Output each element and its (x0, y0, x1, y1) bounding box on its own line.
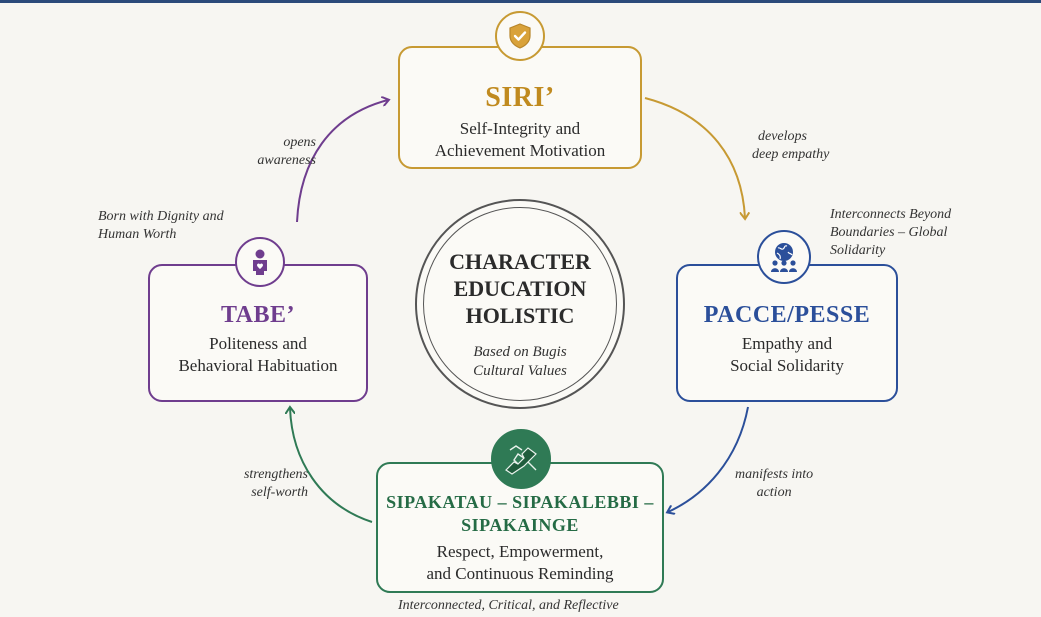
arrow-label-strengthens-line1: strengthens (243, 467, 308, 482)
pacce-note-line3: Solidarity (830, 243, 886, 258)
tabe-description: Politeness and Behavioral Habituation (150, 333, 366, 377)
pacce-badge (757, 230, 811, 284)
pacce-desc-line1: Empathy and (741, 334, 833, 353)
siri-desc-line2: Achievement Motivation (434, 141, 606, 160)
center-title-line2: EDUCATION (453, 276, 587, 301)
siri-desc-line1: Self-Integrity and (459, 119, 581, 138)
siri-node: SIRI’ Self-Integrity and Achievement Mot… (398, 46, 642, 169)
arrow-label-develops: develops deep empathy (752, 128, 829, 164)
sipakatau-note: Interconnected, Critical, and Reflective (398, 598, 619, 613)
tabe-desc-line1: Politeness and (209, 334, 307, 353)
handshake-icon (505, 445, 537, 475)
siri-title: SIRI’ (485, 82, 555, 113)
center-title: CHARACTER EDUCATION HOLISTIC (424, 248, 616, 329)
tabe-node: TABE’ Politeness and Behavioral Habituat… (148, 264, 368, 402)
center-subtitle-line2: Cultural Values (473, 363, 567, 379)
center-circle: CHARACTER EDUCATION HOLISTIC Based on Bu… (415, 199, 625, 409)
arrow-label-manifests-line2: action (756, 485, 792, 500)
center-subtitle-line1: Based on Bugis (473, 344, 567, 360)
tabe-note-line1: Born with Dignity and (98, 209, 224, 224)
arrow-label-strengthens: strengthens self-worth (220, 466, 308, 502)
arrow-pacce-to-sipakatau (668, 406, 749, 512)
center-inner-ring: CHARACTER EDUCATION HOLISTIC Based on Bu… (423, 207, 617, 401)
arrow-label-opens: opens awareness (240, 134, 316, 170)
top-border (0, 0, 1041, 3)
center-title-line1: CHARACTER (449, 249, 591, 274)
arrow-label-manifests-line1: manifests into (735, 467, 814, 482)
person-heart-icon (253, 249, 267, 275)
tabe-badge (235, 237, 285, 287)
pacce-title: PACCE/PESSE (703, 302, 871, 328)
sipakatau-desc-line1: Respect, Empowerment, (436, 542, 604, 561)
tabe-note: Born with Dignity and Human Worth (98, 208, 224, 244)
arrow-label-opens-line2: awareness (257, 153, 316, 168)
arrow-sipakatau-to-tabe (290, 408, 373, 523)
pacce-node: PACCE/PESSE Empathy and Social Solidarit… (676, 264, 898, 402)
arrow-label-develops-line1: develops (758, 129, 807, 144)
arrow-tabe-to-siri (296, 100, 388, 223)
arrow-label-develops-line2: deep empathy (752, 147, 830, 162)
center-title-line3: HOLISTIC (465, 303, 575, 328)
arrow-siri-to-pacce (644, 97, 745, 218)
sipakatau-title-line1: SIPAKATAU – SIPAKALEBBI – (386, 492, 654, 512)
arrow-label-manifests: manifests into action (735, 466, 813, 502)
tabe-note-line2: Human Worth (98, 227, 177, 242)
siri-description: Self-Integrity and Achievement Motivatio… (400, 118, 640, 162)
tabe-title: TABE’ (220, 302, 296, 328)
pacce-note: Interconnects Beyond Boundaries – Global… (830, 206, 951, 260)
tabe-desc-line2: Behavioral Habituation (178, 356, 338, 375)
sipakatau-desc-line2: and Continuous Reminding (426, 564, 614, 583)
pacce-note-line1: Interconnects Beyond (830, 207, 952, 222)
pacce-description: Empathy and Social Solidarity (678, 333, 896, 377)
arrow-label-strengthens-line2: self-worth (251, 485, 308, 500)
sipakatau-description: Respect, Empowerment, and Continuous Rem… (378, 541, 662, 585)
arrow-label-opens-line1: opens (283, 135, 316, 150)
center-subtitle: Based on Bugis Cultural Values (424, 343, 616, 381)
shield-check-icon (509, 23, 531, 49)
globe-people-icon (771, 243, 797, 272)
siri-badge (495, 11, 545, 61)
sipakatau-title: SIPAKATAU – SIPAKALEBBI – SIPAKAINGE (378, 491, 662, 537)
pacce-note-line2: Boundaries – Global (830, 225, 948, 240)
pacce-desc-line2: Social Solidarity (730, 356, 844, 375)
sipakatau-badge (491, 429, 551, 489)
sipakatau-title-line2: SIPAKAINGE (461, 515, 579, 535)
